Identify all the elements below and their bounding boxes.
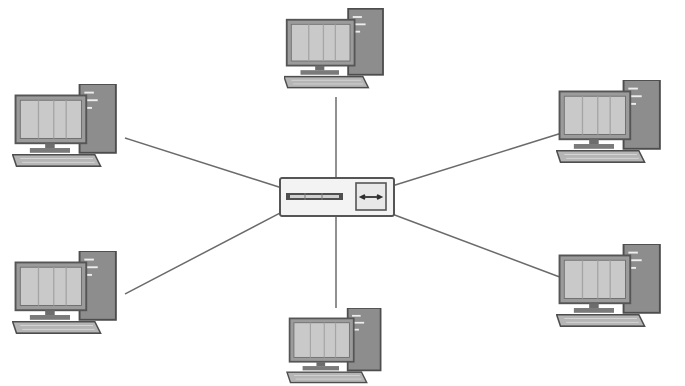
desktop-computer-icon xyxy=(556,244,661,328)
desktop-computer-icon xyxy=(286,308,382,384)
desktop-computer-icon xyxy=(12,84,117,168)
network-hub-icon xyxy=(279,177,395,217)
desktop-computer-icon xyxy=(284,8,384,89)
link-lower-right xyxy=(391,213,566,280)
link-upper-left xyxy=(124,137,283,189)
desktop-computer-icon xyxy=(12,251,117,335)
link-lower-left xyxy=(124,211,283,295)
desktop-computer-icon xyxy=(556,80,661,164)
link-upper-right xyxy=(391,131,566,187)
